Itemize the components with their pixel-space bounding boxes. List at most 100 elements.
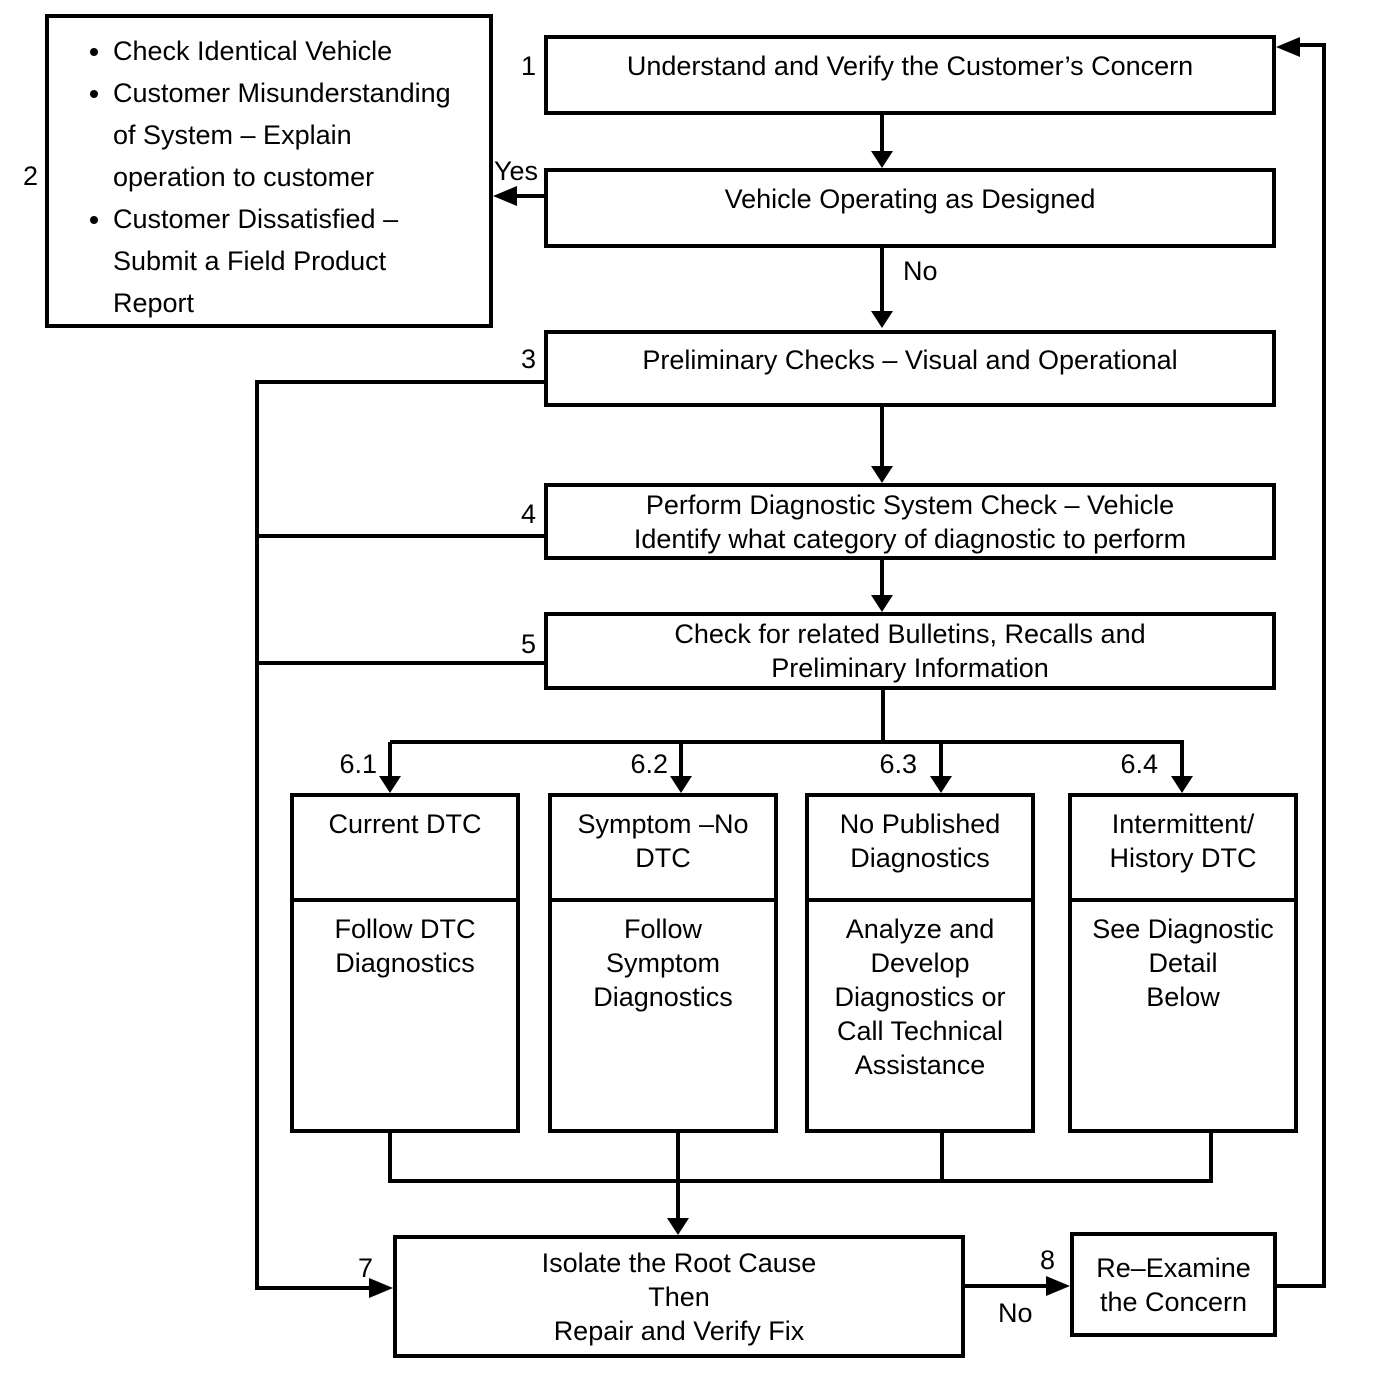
edge-drop-6-1-line xyxy=(388,742,392,778)
node-preliminary-checks: Preliminary Checks – Visual and Operatio… xyxy=(544,330,1276,407)
branch-collector-line xyxy=(388,1179,1213,1183)
node-text-line: Identify what category of diagnostic to … xyxy=(633,523,1187,554)
branch-body: See Diagnostic Detail Below xyxy=(1072,902,1294,1014)
branch-header-line: History DTC xyxy=(1109,843,1257,873)
node-isolate-root-cause: Isolate the Root Cause Then Repair and V… xyxy=(393,1235,965,1358)
node-vehicle-operating-text: Vehicle Operating as Designed xyxy=(724,184,1096,214)
arrowhead-right-icon xyxy=(1046,1276,1070,1296)
branch-body-line: Detail xyxy=(1148,948,1218,978)
left-rail-stub-preliminary-line xyxy=(255,380,546,384)
branch-header-line: Intermittent/ xyxy=(1111,809,1255,839)
list-item: Customer Misunderstanding of System – Ex… xyxy=(113,72,471,198)
step-label-3: 3 xyxy=(520,344,536,374)
node-branch-symptom-no-dtc: Symptom –No DTC Follow Symptom Diagnosti… xyxy=(548,793,778,1133)
left-rail-stub-bulletins-line xyxy=(255,661,546,665)
arrowhead-down-icon xyxy=(667,1218,689,1235)
branch-body-line: Symptom xyxy=(605,948,721,978)
arrowhead-down-icon xyxy=(930,776,952,793)
arrowhead-down-icon xyxy=(379,776,401,793)
arrowhead-down-icon xyxy=(670,776,692,793)
step-label-6-1: 6.1 xyxy=(339,749,377,779)
branch-body-line: Assistance xyxy=(854,1050,986,1080)
right-rail-stub-reexamine-line xyxy=(1276,1284,1324,1288)
branch-body-line: Diagnostics or xyxy=(834,982,1006,1012)
node-branch-current-dtc: Current DTC Follow DTC Diagnostics xyxy=(290,793,520,1133)
edge-drop-6-4-line xyxy=(1180,742,1184,778)
step-label-1: 1 xyxy=(520,51,536,81)
branch-header-line: Diagnostics xyxy=(850,843,990,873)
branch-body-line: Diagnostics xyxy=(335,948,475,978)
step-label-6-4: 6.4 xyxy=(1120,749,1158,779)
right-rail-top-line xyxy=(1298,43,1326,47)
branch-header: Current DTC xyxy=(294,797,516,902)
node-text-line: Preliminary Information xyxy=(771,653,1049,683)
branch-header: No Published Diagnostics xyxy=(809,797,1031,902)
branch-body-line: Develop xyxy=(870,948,970,978)
arrowhead-down-icon xyxy=(871,151,893,168)
arrowhead-left-icon xyxy=(493,186,517,206)
list-item: Check Identical Vehicle xyxy=(113,30,471,72)
branch-body-line: Call Technical xyxy=(836,1016,1004,1046)
edge-isolate-to-reexamine-line xyxy=(965,1284,1048,1288)
node-text-line: Then xyxy=(648,1281,710,1312)
arrowhead-down-icon xyxy=(871,595,893,612)
node-understand-concern: Understand and Verify the Customer’s Con… xyxy=(544,35,1276,115)
node-customer-actions: Check Identical Vehicle Customer Misunde… xyxy=(45,14,493,328)
edge-preliminary-to-check-line xyxy=(880,407,884,467)
node-text-line: Repair and Verify Fix xyxy=(553,1315,805,1346)
node-text-line: the Concern xyxy=(1099,1286,1248,1317)
edge-stem-6-1-line xyxy=(388,1131,392,1181)
step-label-7: 7 xyxy=(357,1253,373,1283)
node-text-line: Perform Diagnostic System Check – Vehicl… xyxy=(645,489,1175,520)
edge-drop-6-3-line xyxy=(939,742,943,778)
step-label-5: 5 xyxy=(520,629,536,659)
right-rail-line xyxy=(1322,43,1326,1288)
arrowhead-down-icon xyxy=(871,311,893,328)
edge-stem-6-3-line xyxy=(940,1131,944,1181)
step-label-2: 2 xyxy=(22,161,38,191)
branch-body-line: See Diagnostic xyxy=(1092,914,1274,944)
left-rail-to-isolate-line xyxy=(255,1286,371,1290)
branch-header-line: DTC xyxy=(635,843,691,873)
branch-body-line: Below xyxy=(1146,982,1220,1012)
node-understand-concern-text: Understand and Verify the Customer’s Con… xyxy=(626,51,1194,81)
edge-stem-6-4-line xyxy=(1209,1131,1213,1181)
edge-understand-to-operating-line xyxy=(880,115,884,152)
edge-collector-to-isolate-line xyxy=(676,1179,680,1220)
branch-header-line: Current DTC xyxy=(328,809,482,839)
edge-yes-line xyxy=(515,194,544,198)
branch-body-line: Analyze and xyxy=(845,914,995,944)
branch-body-line: Follow DTC xyxy=(334,914,476,944)
branch-body-line: Follow xyxy=(623,914,703,944)
edge-drop-6-2-line xyxy=(679,742,683,778)
node-reexamine-concern: Re–Examine the Concern xyxy=(1070,1232,1277,1337)
node-text-line: Isolate the Root Cause xyxy=(541,1247,817,1278)
arrowhead-down-icon xyxy=(1171,776,1193,793)
branch-body: Follow DTC Diagnostics xyxy=(294,902,516,980)
node-preliminary-checks-text: Preliminary Checks – Visual and Operatio… xyxy=(642,344,1178,375)
edge-label-no-fix: No xyxy=(998,1298,1033,1328)
arrowhead-down-icon xyxy=(871,466,893,483)
customer-actions-list: Check Identical Vehicle Customer Misunde… xyxy=(73,30,471,324)
branch-header-line: Symptom –No xyxy=(577,809,749,839)
arrowhead-right-icon xyxy=(369,1278,393,1298)
node-branch-no-published: No Published Diagnostics Analyze and Dev… xyxy=(805,793,1035,1133)
step-label-6-2: 6.2 xyxy=(630,749,668,779)
node-diagnostic-system-check: Perform Diagnostic System Check – Vehicl… xyxy=(544,483,1276,560)
branch-header: Symptom –No DTC xyxy=(552,797,774,902)
step-label-8: 8 xyxy=(1039,1245,1055,1275)
node-text-line: Re–Examine xyxy=(1096,1252,1251,1283)
edge-label-yes: Yes xyxy=(494,156,539,186)
step-label-6-3: 6.3 xyxy=(879,749,917,779)
branch-distribution-line xyxy=(390,740,1184,744)
node-text-line: Check for related Bulletins, Recalls and xyxy=(674,619,1146,649)
branch-header-line: No Published xyxy=(839,809,1001,839)
node-branch-intermittent: Intermittent/ History DTC See Diagnostic… xyxy=(1068,793,1298,1133)
arrowhead-left-icon xyxy=(1276,37,1300,57)
node-check-bulletins: Check for related Bulletins, Recalls and… xyxy=(544,612,1276,690)
branch-body: Analyze and Develop Diagnostics or Call … xyxy=(809,902,1031,1082)
branch-header: Intermittent/ History DTC xyxy=(1072,797,1294,902)
left-rail-line xyxy=(255,380,259,1290)
branch-body: Follow Symptom Diagnostics xyxy=(552,902,774,1014)
